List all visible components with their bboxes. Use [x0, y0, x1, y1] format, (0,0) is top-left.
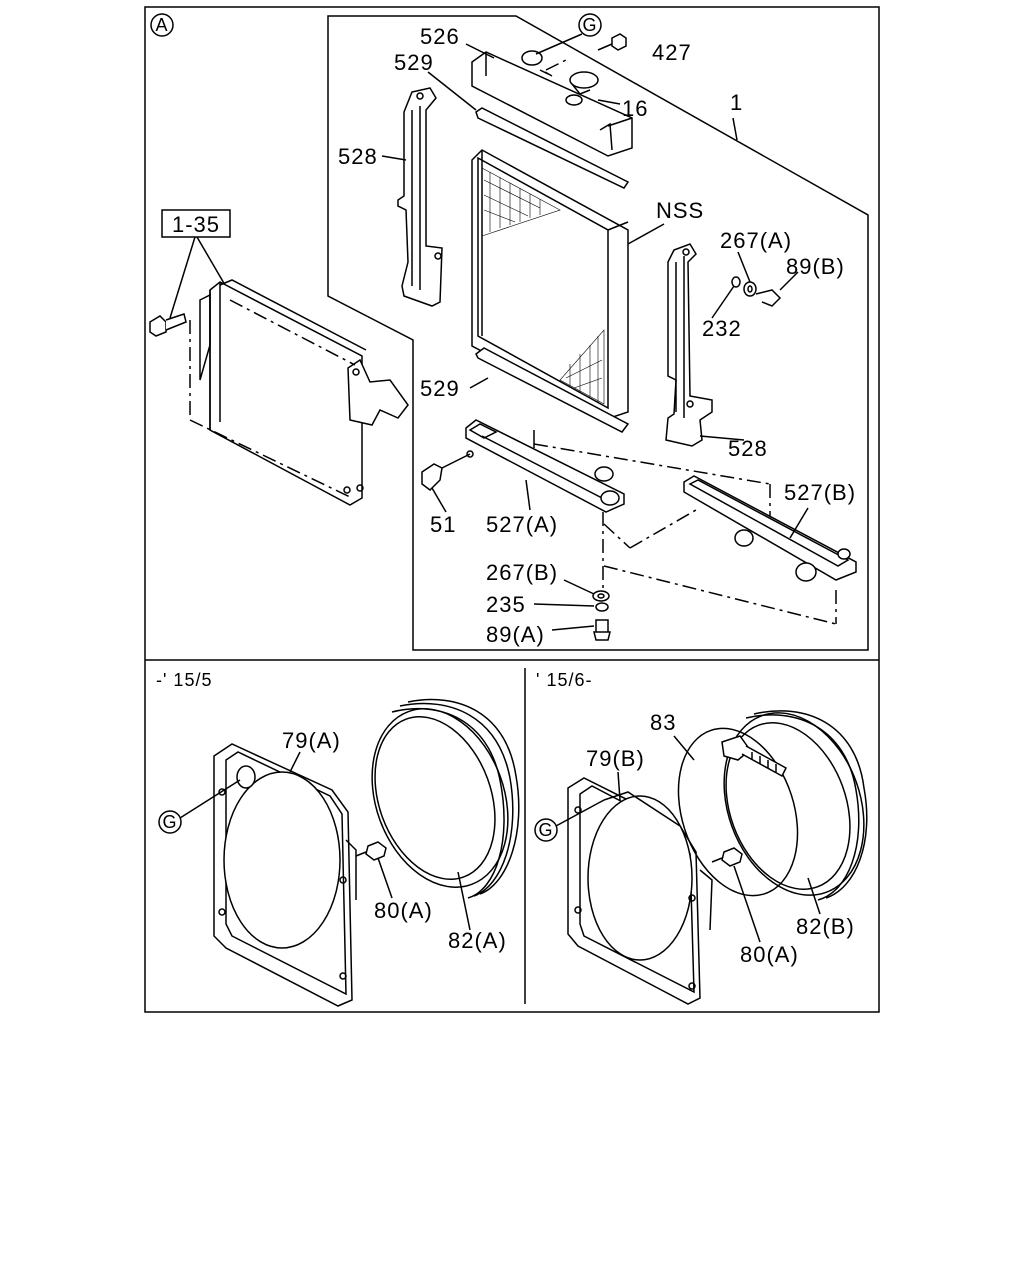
bolt-80a-right	[711, 847, 743, 867]
lower-tank-a	[465, 419, 625, 513]
callout-526: 526	[420, 24, 460, 49]
callout-89a: 89(A)	[486, 622, 545, 647]
period-label-left: -' 15/5	[156, 670, 212, 690]
circle-g-top: G	[535, 13, 602, 55]
circle-g-right: G	[534, 799, 605, 842]
callout-89b: 89(B)	[786, 254, 845, 279]
callout-527a: 527(A)	[486, 512, 558, 537]
callouts-panel-left: 79(A) 80(A) 82(A)	[282, 728, 507, 953]
callout-529-top: 529	[394, 50, 434, 75]
radiator-core	[471, 149, 629, 419]
period-label-right: ' 15/6-	[536, 670, 592, 690]
fasteners-right	[731, 276, 782, 307]
svg-text:G: G	[162, 812, 177, 832]
callout-82a: 82(A)	[448, 928, 507, 953]
upper-tank	[471, 50, 633, 157]
side-bracket-right	[665, 243, 713, 447]
frame	[144, 6, 880, 1013]
bolt-427	[597, 33, 627, 51]
callout-82b: 82(B)	[796, 914, 855, 939]
callout-528-right: 528	[728, 436, 768, 461]
callout-235: 235	[486, 592, 526, 617]
svg-text:G: G	[538, 820, 553, 840]
circle-g-left: G	[158, 779, 241, 834]
side-bracket-left	[397, 87, 443, 307]
hose-clamp	[721, 735, 787, 778]
assembly-outline	[327, 15, 869, 651]
callout-83: 83	[650, 710, 676, 735]
svg-text:1-35: 1-35	[172, 212, 220, 237]
leader-lines	[381, 43, 809, 631]
seal-strip-top	[475, 107, 630, 189]
shroud-seal-83	[677, 727, 799, 897]
callout-79b: 79(B)	[586, 746, 645, 771]
callout-267a: 267(A)	[720, 228, 792, 253]
callouts-panel-a: 526 427 529 16 1 528 NSS 267(A) 89(B) 23…	[338, 24, 856, 647]
fan-shroud-b	[567, 777, 713, 1005]
callout-nss: NSS	[656, 198, 704, 223]
callout-16: 16	[622, 96, 648, 121]
callout-427: 427	[652, 40, 692, 65]
callout-529-bottom: 529	[420, 376, 460, 401]
callouts-panel-right: 83 79(B) 80(A) 82(B)	[586, 710, 855, 967]
callout-232: 232	[702, 316, 742, 341]
callout-51: 51	[430, 512, 456, 537]
callout-527b: 527(B)	[784, 480, 856, 505]
callout-80a-left: 80(A)	[374, 898, 433, 923]
ref-box-1-35: 1-35	[161, 209, 231, 319]
seal-strip-bottom	[475, 347, 630, 433]
fasteners-bottom	[592, 590, 611, 641]
drain-cock	[421, 450, 474, 491]
svg-text:G: G	[582, 15, 597, 35]
circle-a-marker: A	[150, 13, 174, 37]
lower-tank-b	[683, 475, 857, 582]
callout-79a: 79(A)	[282, 728, 341, 753]
alignment-lines	[533, 57, 837, 625]
callout-1: 1	[730, 90, 743, 115]
fan-shroud-a	[213, 743, 357, 1007]
callout-80a-right: 80(A)	[740, 942, 799, 967]
bolt-icon	[149, 313, 187, 337]
callout-267b: 267(B)	[486, 560, 558, 585]
svg-text:A: A	[155, 15, 168, 35]
radiator-cap	[565, 71, 599, 106]
radiator-left	[189, 279, 409, 506]
callout-528-left: 528	[338, 144, 378, 169]
fan-ring-a	[371, 698, 520, 899]
bolt-80a-left	[355, 841, 387, 861]
